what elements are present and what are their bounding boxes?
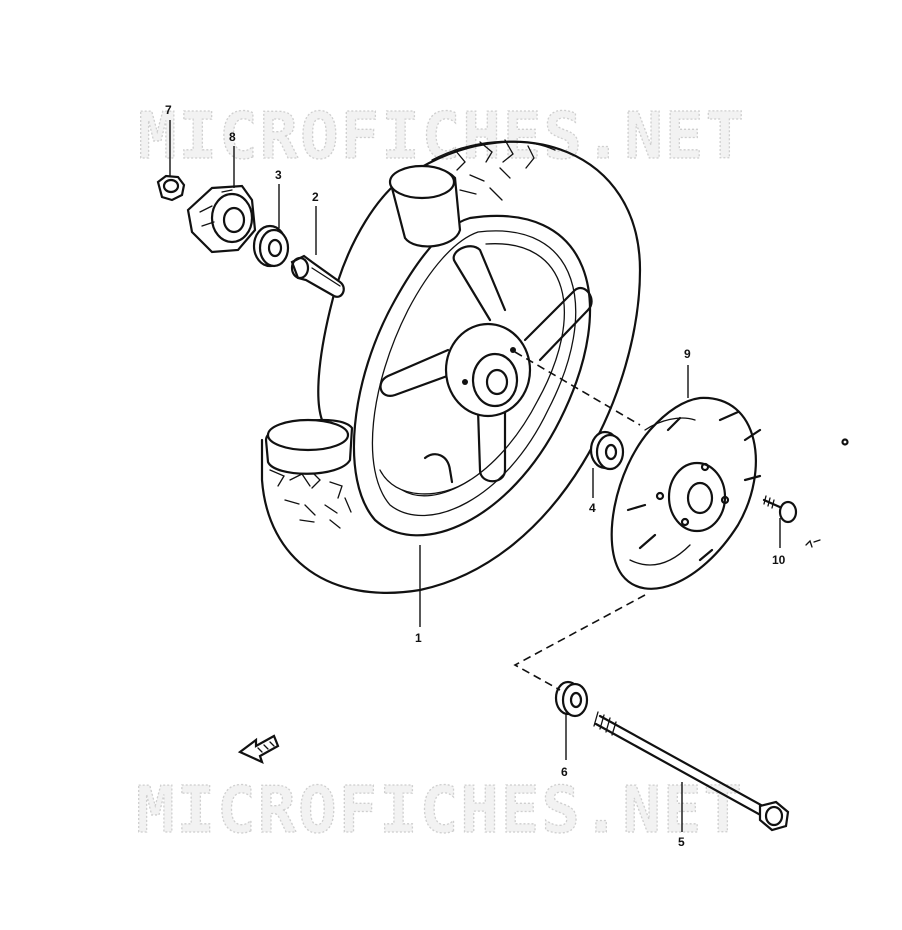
stray-mark [805,539,821,548]
centerline-hub-to-disc [514,351,641,426]
callout-2: 2 [312,190,319,204]
watermark-bottom: MICROFICHES.NET [136,774,744,848]
watermark-top: MICROFICHES.NET [138,100,746,174]
callout-6: 6 [561,765,568,779]
callout-8: 8 [229,130,236,144]
wheel-assembly [260,139,642,594]
front-direction-arrow-icon [237,734,280,765]
part-6-collar [554,680,589,718]
callout-5: 5 [678,835,685,849]
callout-10: 10 [772,553,786,567]
part-7-nut [156,174,186,202]
part-10-bolt [762,495,798,524]
callout-7: 7 [165,103,172,117]
part-4-bearing [589,430,625,471]
callout-9: 9 [684,347,691,361]
stray-dot [841,438,849,446]
part-8-gearbox [186,184,257,254]
callout-3: 3 [275,168,282,182]
centerline-disc-to-axle [513,594,646,691]
part-2-spacer [290,254,345,298]
part-3-bearing [252,224,290,268]
callout-1: 1 [415,631,422,645]
callout-4: 4 [589,501,596,515]
part-9-brake-disc [610,396,762,590]
part-5-axle [593,711,790,832]
